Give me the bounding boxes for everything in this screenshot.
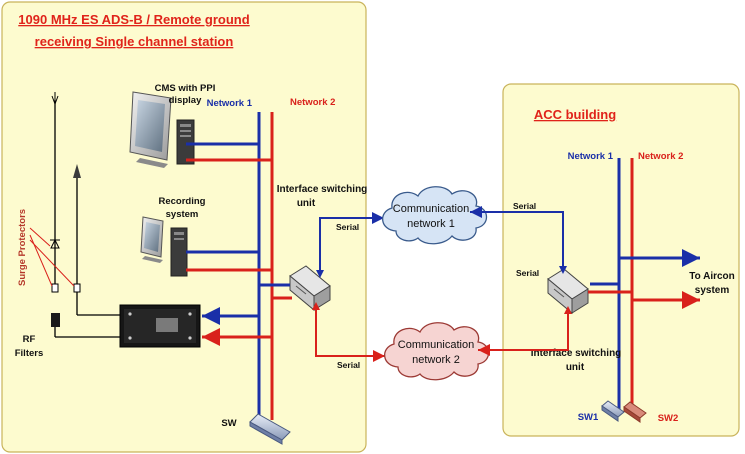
sw1-switch-icon	[601, 400, 625, 422]
right-isu-label-line2: unit	[566, 362, 585, 373]
right-isu-label-line1: Interface switching	[531, 348, 622, 359]
cloud1-label-line1: Communication	[393, 203, 469, 215]
network2-label-acc: Network 2	[638, 151, 683, 162]
sw-label: SW	[221, 418, 236, 429]
serial-arrowhead	[564, 306, 572, 314]
cms-workstation-icon	[129, 91, 195, 168]
serial-label-acc: Serial	[516, 268, 539, 278]
cloud2-label-line1: Communication	[398, 339, 474, 351]
receiver-unit-icon	[119, 304, 201, 348]
serial-link-net2-left	[315, 308, 385, 362]
recording-label-line1: Recording	[159, 196, 206, 207]
left-isu-label-line2: unit	[297, 198, 316, 209]
communication-network-1-cloud	[382, 186, 488, 245]
acc-title: ACC building	[534, 107, 616, 122]
recording-system-icon	[140, 216, 188, 277]
rf-filter-icon	[51, 313, 60, 327]
aircon-label-line1: To Aircon	[689, 271, 735, 282]
surge-pointer	[29, 227, 51, 247]
network1-label-left: Network 1	[207, 98, 253, 109]
surge-protectors-label: Surge Protectors	[17, 209, 28, 286]
serial-link-net2-acc	[478, 312, 569, 356]
cloud2-label-line2: network 2	[412, 354, 460, 366]
left-isu-label-line1: Interface switching	[277, 184, 368, 195]
rf-label-line2: Filters	[15, 348, 44, 359]
serial-label-left-top: Serial	[336, 222, 359, 232]
station-title-line1: 1090 MHz ES ADS-B / Remote ground	[18, 12, 249, 27]
surge-pointer	[29, 239, 75, 287]
sw1-label: SW1	[578, 412, 599, 423]
serial-link-net1-left	[319, 212, 384, 272]
network2-label-left: Network 2	[290, 97, 335, 108]
right-interface-switch-icon	[547, 268, 589, 315]
serial-label-acc-top: Serial	[513, 201, 536, 211]
station-title-line2: receiving Single channel station	[35, 34, 234, 49]
communication-network-2-cloud	[384, 322, 490, 381]
cloud1-label-line2: network 1	[407, 218, 455, 230]
cms-label-line2: display	[169, 95, 202, 106]
serial-arrowhead	[312, 302, 320, 310]
serial-link-net1-acc	[470, 206, 564, 268]
sw-switch-icon	[249, 413, 291, 445]
recording-label-line2: system	[166, 209, 199, 220]
aircon-label-line2: system	[695, 285, 730, 296]
sw2-label: SW2	[658, 413, 679, 424]
serial-arrowhead	[559, 266, 567, 274]
surge-protector-icon	[50, 238, 81, 293]
acc-panel	[502, 83, 740, 437]
network1-label-acc: Network 1	[568, 151, 614, 162]
station-panel	[1, 1, 367, 453]
serial-arrowhead	[316, 270, 324, 278]
serial-label-left-bottom: Serial	[337, 360, 360, 370]
cms-label-line1: CMS with PPI	[155, 83, 216, 94]
left-interface-switch-icon	[289, 265, 331, 312]
rf-label-line1: RF	[23, 334, 36, 345]
sw2-switch-icon	[623, 401, 647, 423]
